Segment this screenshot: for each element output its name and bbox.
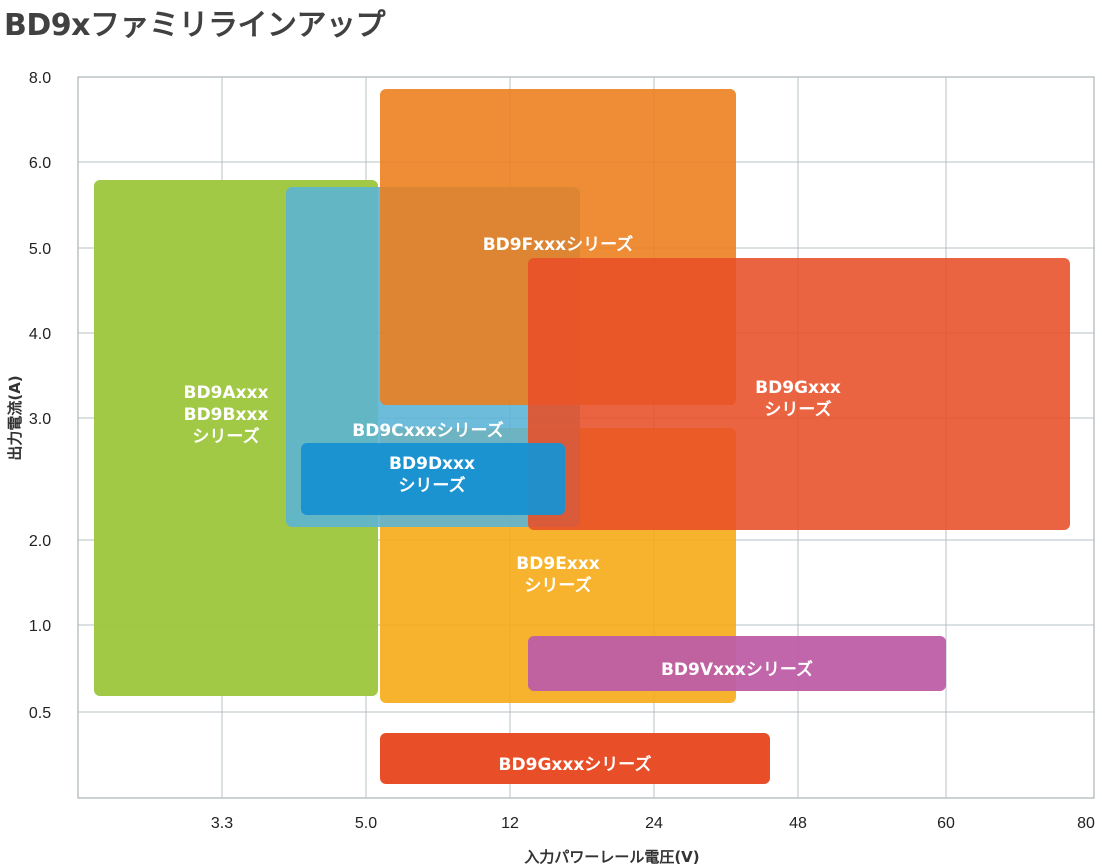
y-tick-label: 3.0 — [29, 411, 51, 428]
series-g-low-label: BD9Gxxxシリーズ — [499, 754, 652, 775]
x-axis-label: 入力パワーレール電圧(V) — [524, 848, 699, 866]
y-tick-label: 2.0 — [29, 533, 51, 550]
x-tick-label: 12 — [501, 815, 519, 832]
series-d-block — [301, 443, 565, 515]
tick-labels: 3.3 5.0 12 24 48 60 80 8.0 6.0 5.0 4.0 3.0 2.0 1.0 0.5 — [29, 70, 1095, 832]
series-v-block — [528, 636, 946, 691]
series-v-label: BD9Vxxxシリーズ — [661, 659, 813, 680]
y-tick-label: 6.0 — [29, 155, 51, 172]
x-tick-label: 48 — [789, 815, 807, 832]
y-tick-label: 1.0 — [29, 618, 51, 635]
y-tick-label: 0.5 — [29, 705, 51, 722]
y-tick-label: 4.0 — [29, 326, 51, 343]
y-tick-label: 8.0 — [29, 70, 51, 87]
series-blocks — [94, 89, 1070, 784]
series-c-label: BD9Cxxxシリーズ — [352, 420, 503, 441]
x-tick-label: 60 — [937, 815, 955, 832]
x-tick-label: 3.3 — [211, 815, 233, 832]
series-g-block — [528, 258, 1070, 530]
x-tick-label: 80 — [1077, 815, 1095, 832]
series-f-label: BD9Fxxxシリーズ — [483, 234, 634, 255]
chart-title: BD9xファミリラインアップ — [4, 8, 386, 43]
x-tick-label: 24 — [645, 815, 663, 832]
plot-frame — [77, 76, 1095, 799]
x-tick-label: 5.0 — [355, 815, 377, 832]
y-tick-label: 5.0 — [29, 241, 51, 258]
y-axis-label: 出力電流(A) — [6, 375, 24, 460]
series-g-low-block — [380, 733, 770, 784]
